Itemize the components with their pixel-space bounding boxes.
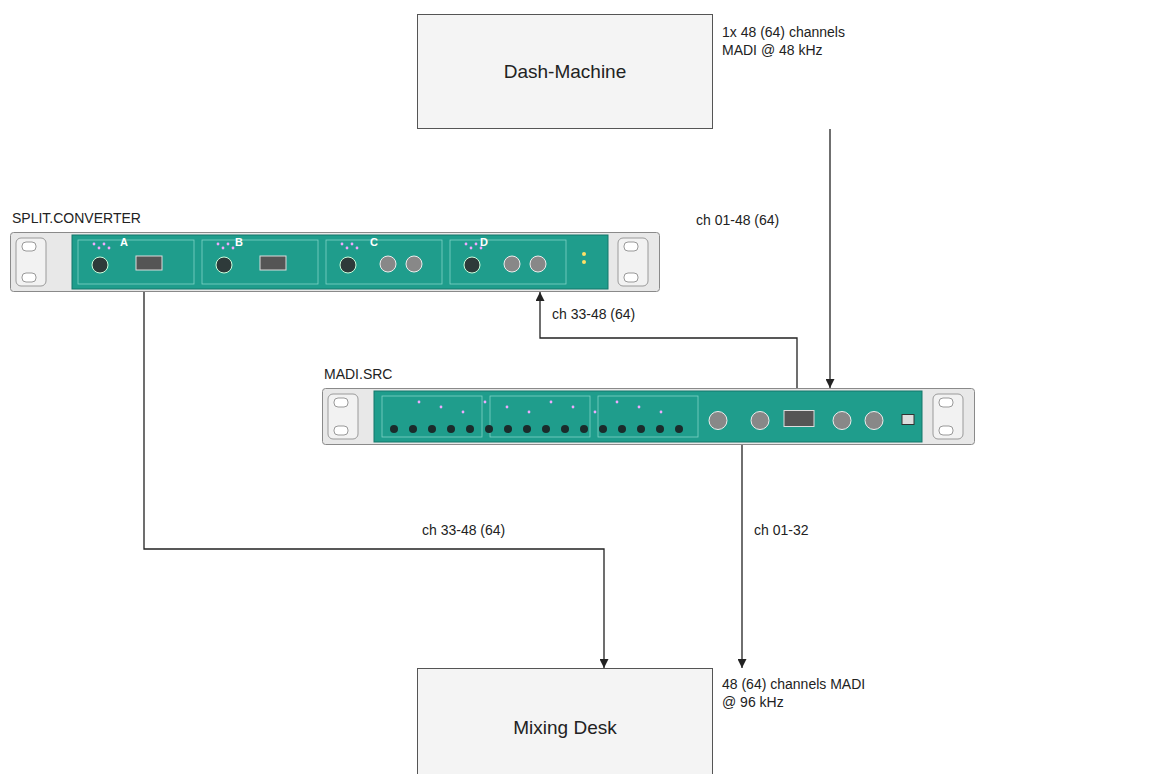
device-name: Mixing Desk xyxy=(513,717,616,739)
device-heading: MADI.SRC xyxy=(324,366,392,382)
rack-unit xyxy=(10,232,660,292)
signal-line xyxy=(540,292,797,388)
rack-device: MADI.SRC xyxy=(322,388,975,445)
device-box: Mixing Desk xyxy=(417,668,713,774)
slot-letter: B xyxy=(235,236,243,248)
signal-line xyxy=(741,445,742,668)
rack-device: SPLIT.CONVERTERABCD xyxy=(10,232,660,292)
signal-line xyxy=(829,129,830,388)
channel-label: ch 33-48 (64) xyxy=(420,522,507,538)
rack-unit xyxy=(322,388,975,445)
slot-letter: A xyxy=(120,236,128,248)
format-note: 1x 48 (64) channels MADI @ 48 kHz xyxy=(722,24,872,59)
slot-letter: C xyxy=(370,236,378,248)
format-note: 48 (64) channels MADI @ 96 kHz xyxy=(722,676,872,711)
channel-label: ch 33-48 (64) xyxy=(550,306,637,322)
channel-label: ch 01-48 (64) xyxy=(694,212,781,228)
device-name: Dash-Machine xyxy=(504,61,627,83)
device-heading: SPLIT.CONVERTER xyxy=(12,210,141,226)
device-box: Dash-Machine xyxy=(417,14,713,129)
slot-letter: D xyxy=(480,236,488,248)
signal-line xyxy=(144,292,604,668)
channel-label: ch 01-32 xyxy=(752,522,810,538)
